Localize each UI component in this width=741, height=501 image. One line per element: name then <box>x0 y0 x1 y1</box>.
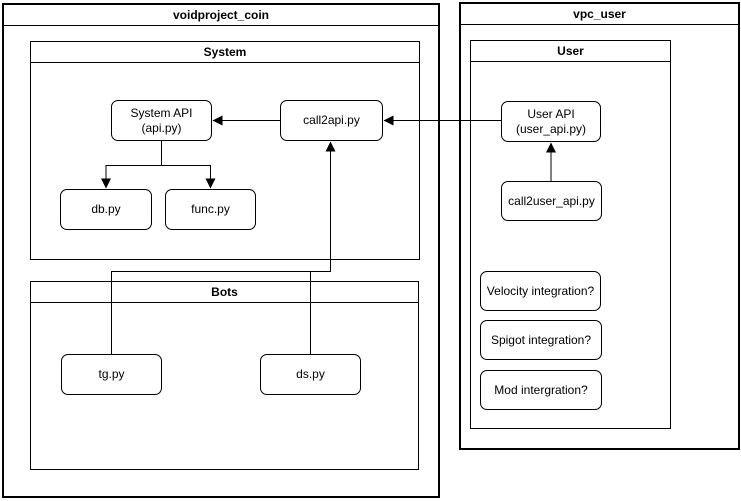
node-ds-label: ds.py <box>296 367 325 381</box>
node-spigot-integration-label: Spigot integration? <box>490 332 592 347</box>
node-db: db.py <box>60 189 152 230</box>
container-system-title: System <box>31 42 419 63</box>
node-func: func.py <box>165 189 256 230</box>
node-system-api-sublabel: (api.py) <box>141 120 182 135</box>
node-call2user-api: call2user_api.py <box>501 181 602 221</box>
node-db-label: db.py <box>91 202 121 216</box>
node-user-api: User API (user_api.py) <box>501 101 601 142</box>
node-call2api: call2api.py <box>280 100 383 141</box>
node-mod-integration: Mod intergration? <box>480 370 602 410</box>
node-tg: tg.py <box>61 354 162 395</box>
node-call2user-api-label: call2user_api.py <box>508 193 595 208</box>
container-bots-title: Bots <box>31 282 418 303</box>
node-call2api-label: call2api.py <box>303 113 360 127</box>
node-spigot-integration: Spigot integration? <box>480 320 602 360</box>
container-voidproject-coin-title: voidproject_coin <box>4 5 438 26</box>
node-velocity-integration-label: Velocity integration? <box>486 283 595 298</box>
node-func-label: func.py <box>191 202 230 216</box>
node-user-api-sublabel: (user_api.py) <box>515 121 587 136</box>
node-mod-integration-label: Mod intergration? <box>494 382 588 397</box>
node-ds: ds.py <box>260 354 361 395</box>
node-velocity-integration: Velocity integration? <box>480 271 601 311</box>
node-tg-label: tg.py <box>98 367 125 381</box>
node-system-api-label: System API <box>130 105 193 120</box>
node-user-api-label: User API <box>527 106 575 121</box>
container-vpc-user-title: vpc_user <box>461 4 738 25</box>
container-user-title: User <box>471 41 670 62</box>
node-system-api: System API (api.py) <box>111 100 212 141</box>
